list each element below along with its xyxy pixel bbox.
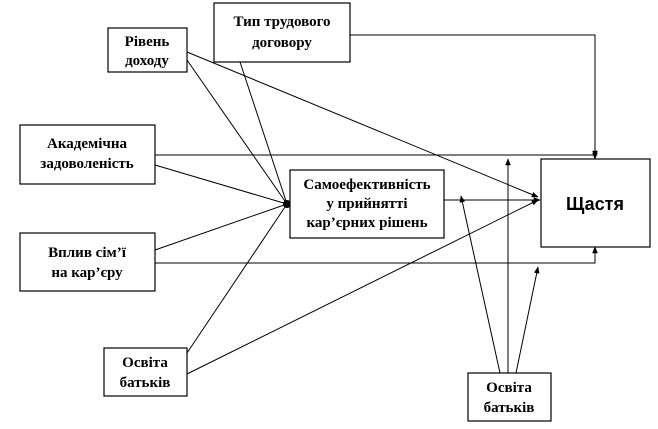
edge-contract-hub <box>239 61 288 205</box>
edge-academic-hub <box>154 164 288 205</box>
edge-academic-happiness <box>155 152 598 160</box>
node-parents-left-line1: Освіта <box>122 355 168 371</box>
edge-contract-happiness <box>350 34 598 158</box>
edge-parents-left-hub <box>186 203 288 354</box>
node-income-line2: доходу <box>125 53 169 69</box>
edge-income-hub <box>186 59 288 205</box>
node-contract-line1: Тип трудового <box>233 14 330 30</box>
node-parents-left-line2: батьків <box>120 375 171 391</box>
node-family-line1: Вплив сім’ї <box>48 245 127 261</box>
node-selfefficacy-line2: у прийнятті <box>326 196 407 212</box>
node-parents-left: Освіта батьків <box>103 347 188 397</box>
node-parents-bottom-line2: батьків <box>484 400 535 416</box>
node-selfefficacy: Самоефективність у прийнятті кар’єрних р… <box>289 169 445 239</box>
node-family-line2: на кар’єру <box>51 265 123 281</box>
node-academic-line2: задоволеність <box>40 156 133 172</box>
node-selfefficacy-line1: Самоефективність <box>303 177 430 193</box>
edge-income-happiness <box>186 51 539 198</box>
node-income: Рівень доходу <box>107 27 188 73</box>
edge-parents-left-happiness <box>186 199 539 375</box>
hub-node <box>283 200 291 208</box>
node-academic: Академічна задоволеність <box>19 124 156 185</box>
edges <box>154 34 598 375</box>
node-contract: Тип трудового договору <box>213 2 351 63</box>
node-parents-bottom-line1: Освіта <box>486 380 532 396</box>
edge-family-happiness <box>155 246 598 264</box>
node-income-line1: Рівень <box>125 34 170 50</box>
edge-parents-bottom-happiness <box>515 266 540 374</box>
edge-parents-bottom-selfefficacy <box>459 195 501 374</box>
node-parents-bottom: Освіта батьків <box>467 372 552 422</box>
node-happiness-label: Щастя <box>566 194 624 214</box>
edge-family-hub <box>154 203 288 251</box>
node-happiness: Щастя <box>540 158 651 248</box>
node-academic-line1: Академічна <box>47 136 127 152</box>
node-contract-line2: договору <box>252 35 312 51</box>
node-family: Вплив сім’ї на кар’єру <box>19 232 156 292</box>
node-selfefficacy-line3: кар’єрних рішень <box>306 215 427 231</box>
